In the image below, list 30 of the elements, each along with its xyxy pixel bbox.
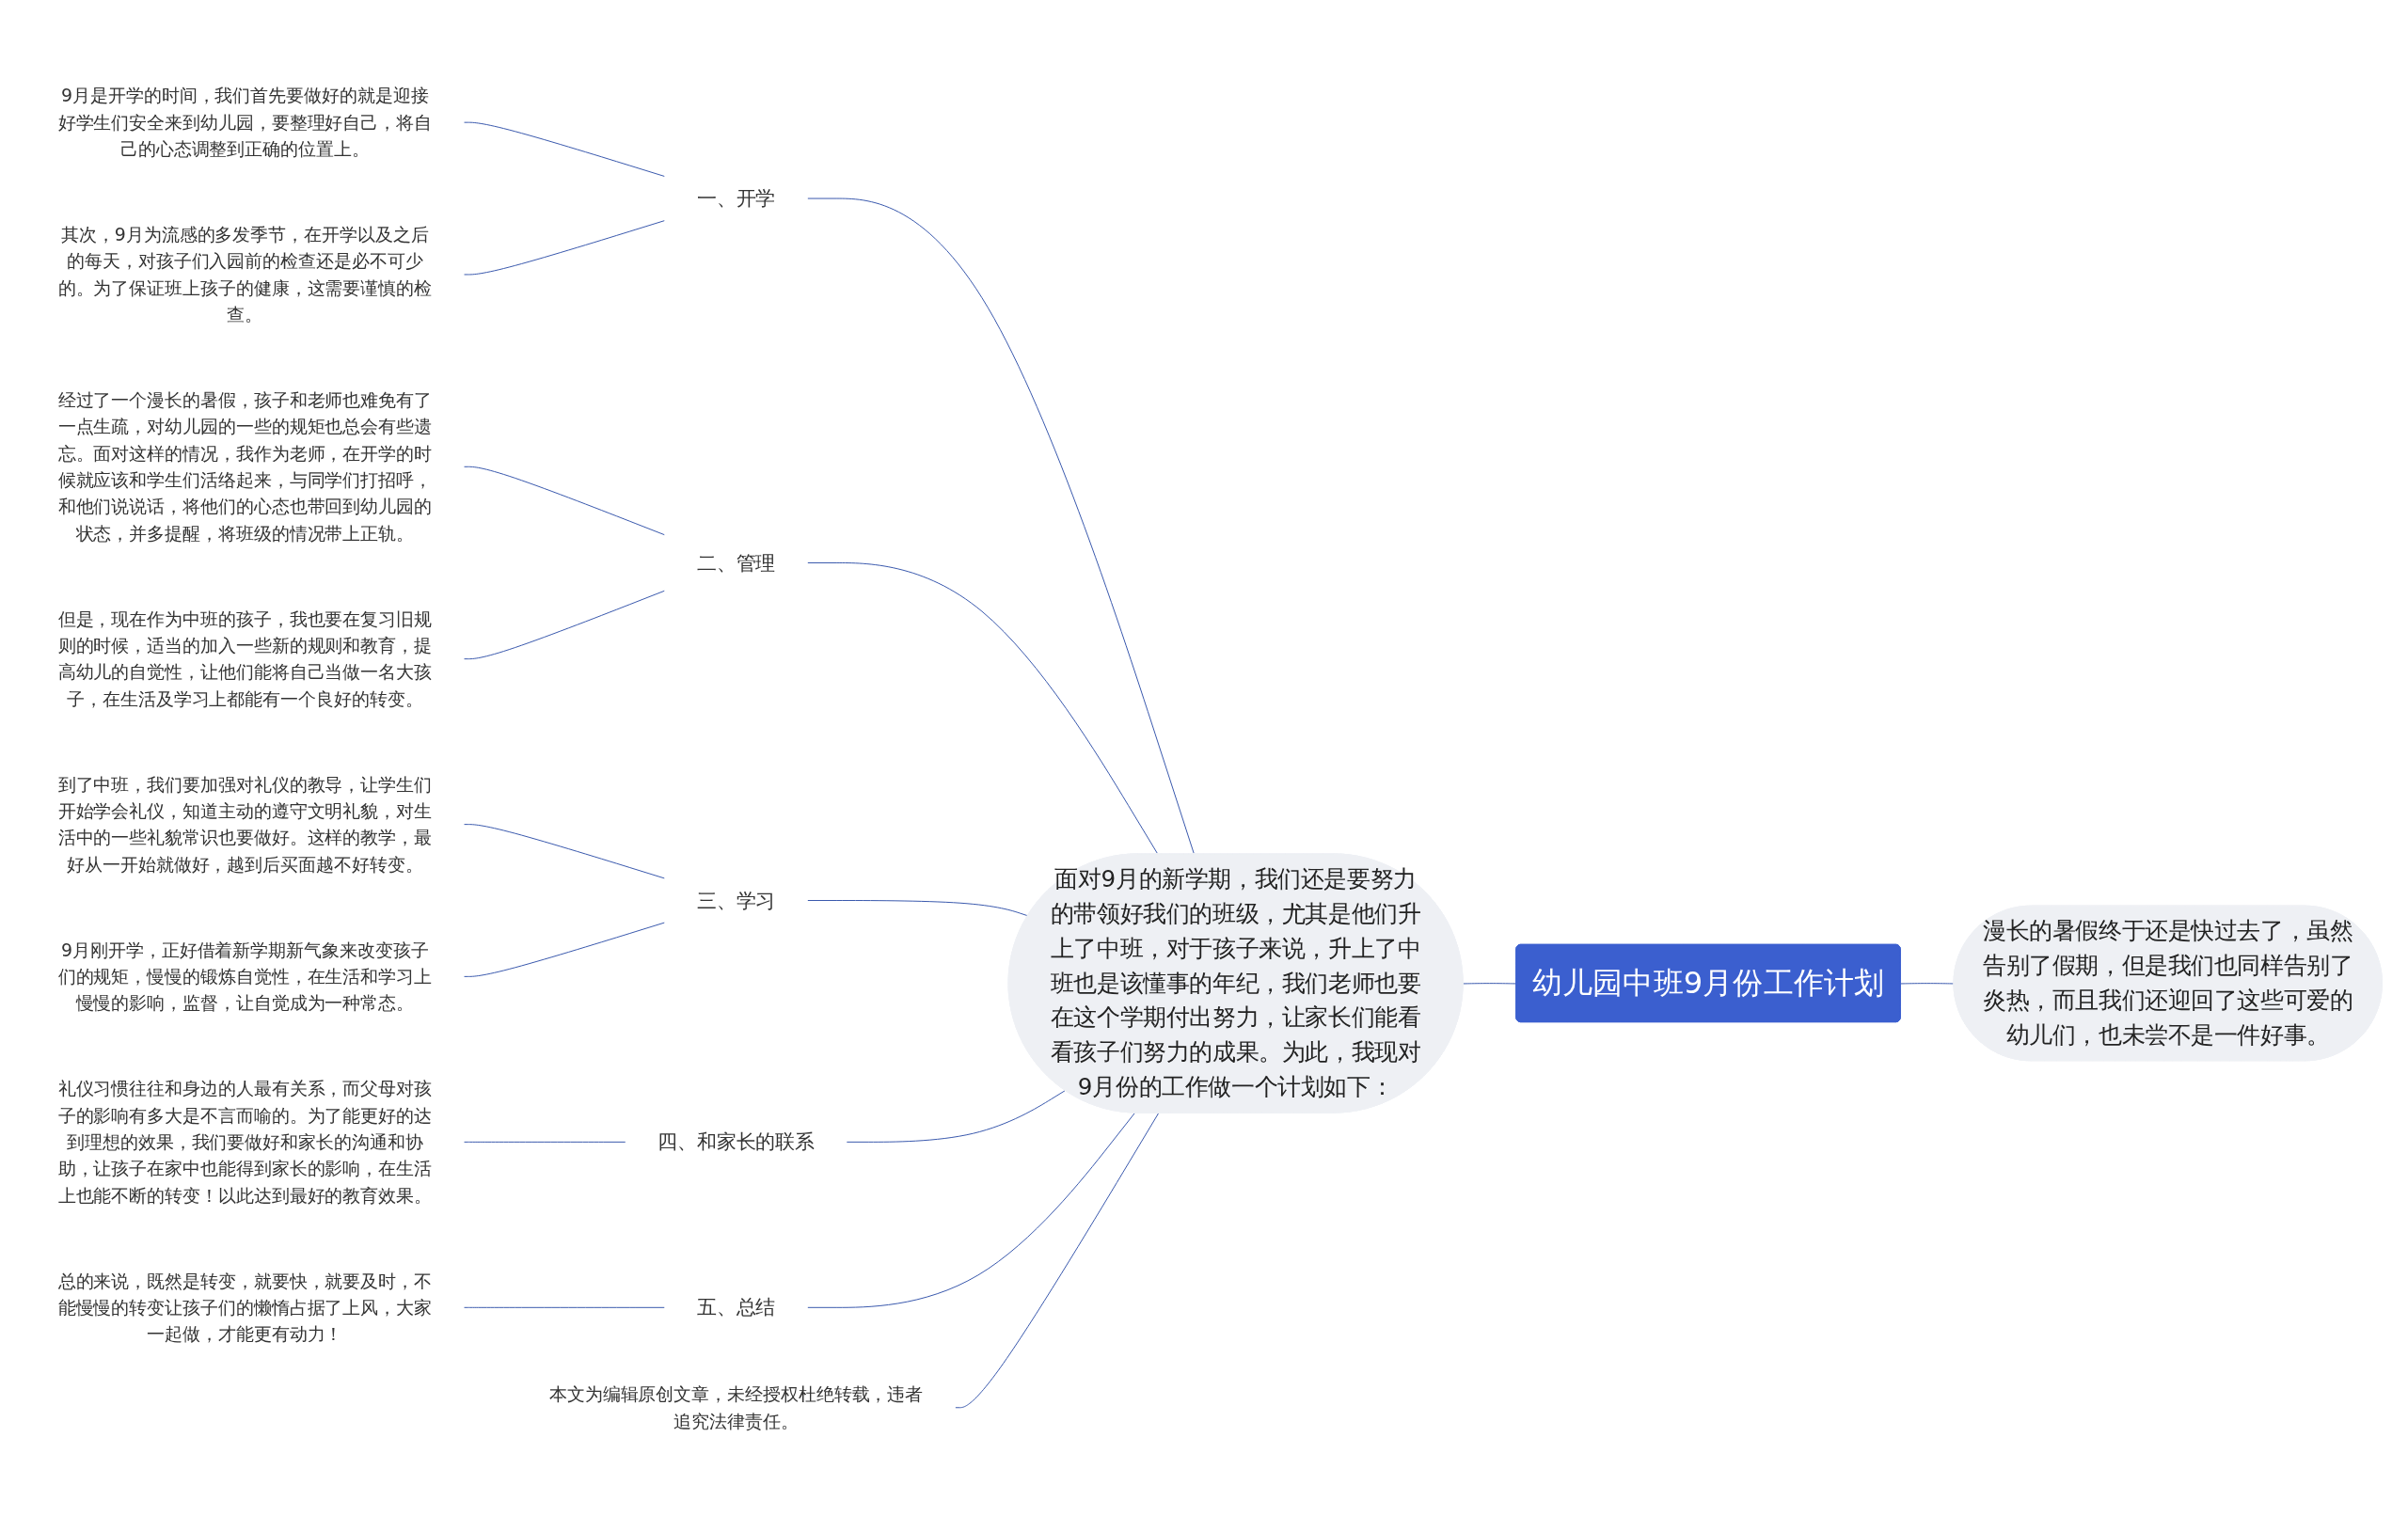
connector	[806, 197, 1195, 855]
node-text: 三、学习	[696, 889, 776, 911]
connector	[463, 823, 666, 879]
connector	[1463, 982, 1517, 985]
node-text: 经过了一个漫长的暑假，孩子和老师也难免有了一点生疏，对幼儿园的一些的规矩也总会有些遗忘。面对这样的情况，我作为老师，在开学的时候就应该和学生们活络起来，与同学们打招呼，和他们说说话，将他们的心态也带回到幼儿园的状态，并多提醒，将班级的情况带上正轨。	[57, 388, 432, 545]
node-text: 四、和家长的联系	[657, 1130, 815, 1153]
node-text: 9月是开学的时间，我们首先要做好的就是迎接好学生们安全来到幼儿园，要整理好自己，将自己的心态调整到正确的位置上。	[57, 85, 432, 160]
node-text: 到了中班，我们要加强对礼仪的教导，让学生们开始学会礼仪，知道主动的遵守文明礼貌，对生活中的一些礼貌常识也要做好。这样的教学，最好从一开始就做好，越到后买面越不好转变。	[57, 773, 432, 876]
connector	[846, 1089, 1066, 1143]
connector	[463, 1306, 666, 1308]
connector	[1900, 982, 1955, 985]
node-text: 总的来说，既然是转变，就要快，就要及时，不能慢慢的转变让孩子们的懒惰占据了上风，大家一起做，才能更有动力！	[57, 1270, 432, 1345]
connector	[463, 219, 666, 276]
connector	[954, 1112, 1160, 1408]
node-text: 其次，9月为流感的多发季节，在开学以及之后的每天，对孩子们入园前的检查还是必不可少的。为了保证班上孩子的健康，这需要谨慎的检查。	[57, 223, 432, 325]
connector	[463, 922, 666, 977]
node-text: 五、总结	[696, 1296, 776, 1319]
connector	[463, 121, 666, 177]
connector	[806, 561, 1159, 855]
node-text: 9月刚开学，正好借着新学期新气象来改变孩子们的规矩，慢慢的锻炼自觉性，在生活和学习上慢慢的影响，监督，让自觉成为一种常态。	[57, 939, 432, 1014]
node-text: 礼仪习惯往往和身边的人最有关系，而父母对孩子的影响有多大是不言而喻的。为了能更好的达到理想的效果，我们要做好和家长的沟通和协助，让孩子在家中也能得到家长的影响，在生活上也能不断的转变！以此达到最好的教育效果。	[57, 1077, 432, 1207]
connector	[463, 1141, 626, 1143]
connector	[463, 466, 666, 535]
node-text: 但是，现在作为中班的孩子，我也要在复习旧规则的时候，适当的加入一些新的规则和教育，提高幼儿的自觉性，让他们能将自己当做一名大孩子，在生活及学习上都能有一个良好的转变。	[57, 608, 432, 710]
node-text: 二、管理	[696, 551, 776, 574]
node-text: 本文为编辑原创文章，未经授权杜绝转载，违者追究法律责任。	[548, 1382, 924, 1431]
node-text: 一、开学	[696, 186, 776, 210]
connector	[806, 1112, 1135, 1308]
connector	[463, 590, 666, 659]
connector	[806, 899, 1029, 916]
